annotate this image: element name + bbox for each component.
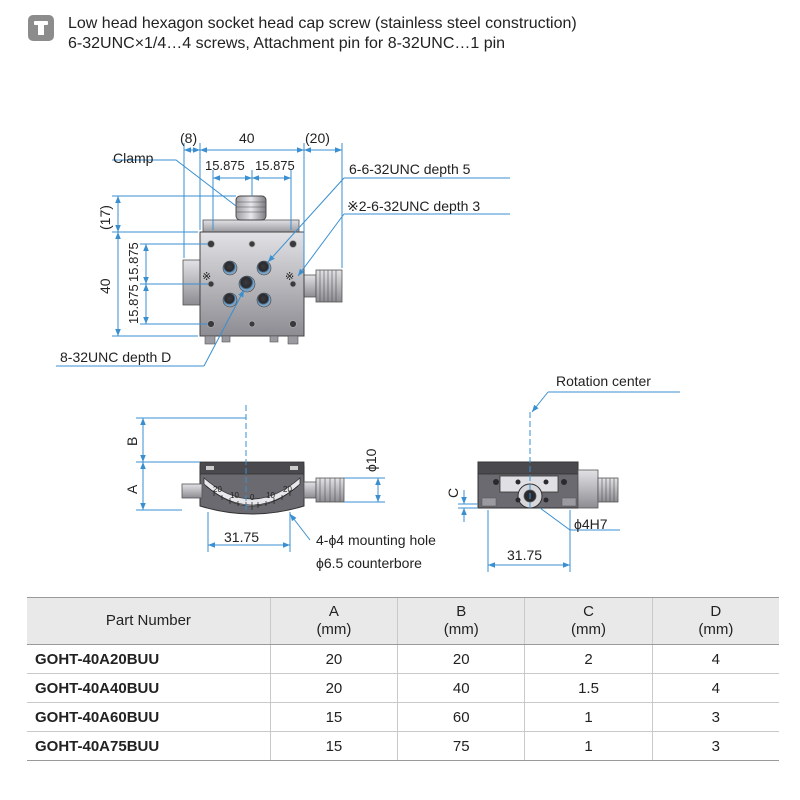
scale-label-20-left: 20 (213, 485, 222, 494)
cell-c: 1 (524, 702, 653, 732)
header: Low head hexagon socket head cap screw (… (28, 12, 788, 56)
table-row: GOHT-40A20BUU 20 20 2 4 (27, 644, 779, 674)
col-header-unit: (mm) (571, 621, 607, 638)
asterisk-right: ※ (285, 271, 294, 283)
dim-40: 40 (239, 130, 255, 146)
cell-a: 15 (269, 731, 398, 761)
cell-b: 20 (397, 644, 525, 674)
scale-label-20-right: 20 (283, 485, 292, 494)
dim-phi10: ϕ10 (363, 448, 379, 472)
table-row: GOHT-40A40BUU 20 40 1.5 4 (27, 673, 779, 703)
left-knob (182, 259, 202, 306)
dim-c: C (445, 488, 461, 498)
dim-right-20: (20) (305, 130, 330, 146)
cell-c: 2 (524, 644, 653, 674)
cell-part-number: GOHT-40A60BUU (27, 702, 271, 732)
table-row: GOHT-40A60BUU 15 60 1 3 (27, 702, 779, 732)
front-view: 20 10 0 10 20 (124, 405, 436, 571)
cell-b: 75 (397, 731, 525, 761)
cell-d: 4 (651, 644, 779, 674)
dim-b: B (124, 437, 140, 446)
cell-b: 60 (397, 702, 525, 732)
col-header-a: A (mm) (269, 597, 398, 645)
cell-part-number: GOHT-40A75BUU (27, 731, 271, 761)
tap-holes-alt-label: ※2-6-32UNC depth 3 (347, 198, 480, 214)
screw-icon (28, 15, 54, 41)
col-header-b: B (mm) (397, 597, 525, 645)
cell-a: 15 (269, 702, 398, 732)
col-header-part-number: Part Number (27, 597, 271, 645)
mounting-hole-label: 4-ϕ4 mounting hole (316, 532, 436, 548)
cell-part-number: GOHT-40A40BUU (27, 673, 271, 703)
table-row: GOHT-40A75BUU 15 75 1 3 (27, 731, 779, 761)
table-header-row: Part Number A (mm) B (mm) C (mm) D (mm) (27, 597, 779, 645)
cell-b: 40 (397, 673, 525, 703)
dim-v-40: 40 (97, 278, 113, 294)
col-header-unit: (mm) (443, 621, 479, 638)
top-view: ※ ※ (56, 130, 510, 367)
col-header-name: C (583, 603, 594, 620)
col-header-name: A (328, 603, 339, 620)
pin-hole-label: 8-32UNC depth D (60, 349, 171, 365)
scale-label-10-right: 10 (266, 491, 275, 500)
clamp-label: Clamp (113, 150, 154, 166)
spec-table: Part Number A (mm) B (mm) C (mm) D (mm) … (27, 597, 779, 761)
cell-a: 20 (269, 644, 398, 674)
header-line-1: Low head hexagon socket head cap screw (… (68, 15, 577, 32)
cell-d: 3 (651, 702, 779, 732)
side-view: Rotation center C ϕ4H7 31.75 (445, 373, 680, 572)
col-header-name: D (710, 603, 722, 620)
dim-phi4h7: ϕ4H7 (574, 516, 608, 532)
col-header-d: D (mm) (651, 597, 779, 645)
col-header-name: Part Number (105, 612, 191, 629)
clamp-knob (235, 195, 267, 221)
dim-v-15875-a: 15.875 (126, 242, 141, 282)
cell-part-number: GOHT-40A20BUU (27, 644, 271, 674)
cell-d: 3 (651, 731, 779, 761)
scale-label-0: 0 (250, 493, 255, 502)
scale-label-10-left: 10 (230, 491, 239, 500)
micrometer-knob (315, 269, 343, 303)
dim-15875-a: 15.875 (205, 158, 245, 173)
dim-17: (17) (97, 205, 113, 230)
col-header-c: C (mm) (524, 597, 653, 645)
dim-15875-b: 15.875 (255, 158, 295, 173)
rotation-center-label: Rotation center (556, 373, 651, 389)
tap-holes-label: 6-6-32UNC depth 5 (349, 161, 471, 177)
technical-drawing: ※ ※ (56, 130, 680, 572)
col-header-unit: (mm) (316, 621, 352, 638)
dim-a: A (124, 484, 140, 494)
right-block (303, 274, 317, 298)
dim-left-8: (8) (180, 130, 197, 146)
dim-3175-side: 31.75 (507, 547, 542, 563)
dim-v-15875-b: 15.875 (126, 284, 141, 324)
cell-a: 20 (269, 673, 398, 703)
header-line-2: 6-32UNC×1/4…4 screws, Attachment pin for… (68, 35, 506, 52)
counterbore-label: ϕ6.5 counterbore (316, 555, 422, 571)
cell-c: 1.5 (524, 673, 653, 703)
dim-3175-front: 31.75 (224, 529, 259, 545)
col-header-unit: (mm) (698, 621, 734, 638)
cell-c: 1 (524, 731, 653, 761)
cell-d: 4 (651, 673, 779, 703)
asterisk-left: ※ (202, 271, 211, 283)
col-header-name: B (456, 603, 467, 620)
